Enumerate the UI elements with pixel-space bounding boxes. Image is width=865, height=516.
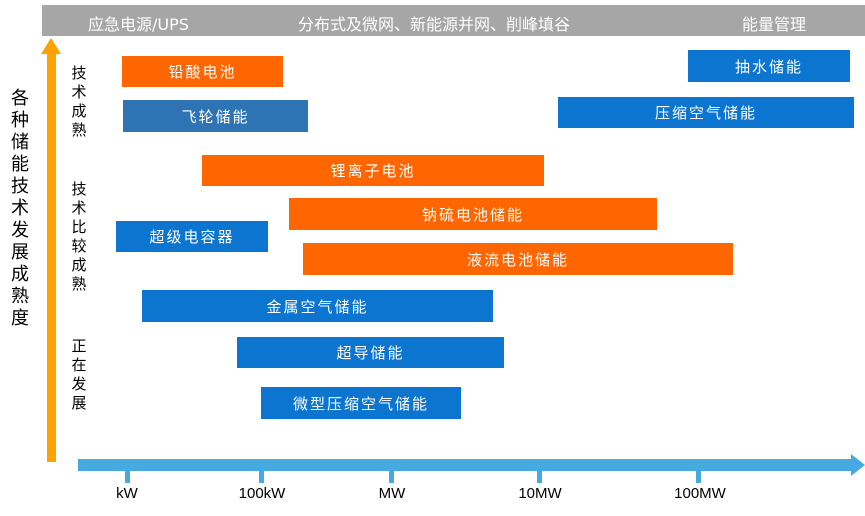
x-tick-label-mw: MW [378,485,406,502]
bar-lithium-ion: 锂离子电池 [202,155,544,186]
bar-metal-air: 金属空气储能 [142,290,493,322]
x-tick-label-10mw: 10MW [518,485,562,502]
level-mature: 技术成熟 [71,64,87,139]
bar-pumped-hydro: 抽水储能 [688,50,850,82]
x-tick [125,469,130,483]
bar-micro-compressed-air: 微型压缩空气储能 [261,387,461,419]
y-axis-arrowhead [41,38,61,54]
level-developing: 正在发展 [71,337,87,412]
bar-lead-acid: 铅酸电池 [122,56,283,87]
header-ups: 应急电源/UPS [88,15,189,34]
x-axis-arrowhead [851,454,865,476]
x-tick-label-100mw: 100MW [674,485,726,502]
application-header-bar: 应急电源/UPS 分布式及微网、新能源并网、削峰填谷 能量管理 [42,5,865,36]
x-tick [696,469,701,483]
bar-superconducting: 超导储能 [237,337,504,368]
x-tick-label-100kw: 100kW [238,485,286,502]
x-axis [78,459,853,471]
bar-flywheel: 飞轮储能 [123,100,308,132]
x-tick [259,469,264,483]
level-relatively-mature: 技术比较成熟 [71,180,87,293]
x-tick-label-kw: kW [116,485,138,502]
header-distributed: 分布式及微网、新能源并网、削峰填谷 [298,15,571,34]
y-axis-label: 各种储能技术发展成熟度 [11,88,29,329]
y-axis [47,52,56,462]
bar-compressed-air: 压缩空气储能 [558,97,854,128]
bar-sodium-sulfur: 钠硫电池储能 [289,198,657,230]
bar-flow-battery: 液流电池储能 [303,243,733,275]
x-tick [389,469,394,483]
bar-supercapacitor: 超级电容器 [116,221,268,252]
x-tick [537,469,542,483]
header-energy-mgmt: 能量管理 [742,15,807,34]
